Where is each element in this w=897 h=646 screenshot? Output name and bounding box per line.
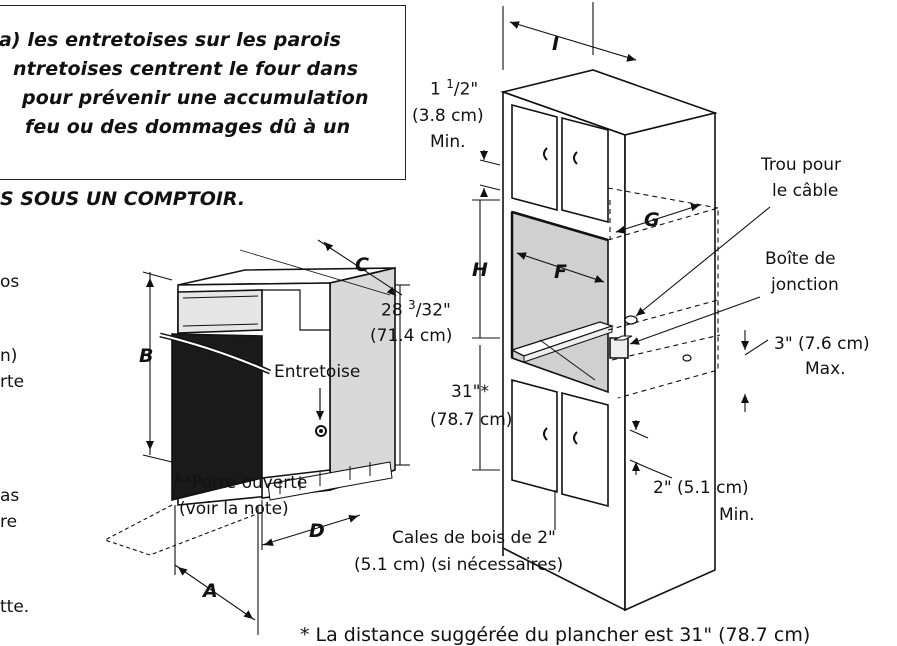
note-line-1: a) les entretoises sur les parois xyxy=(0,29,342,51)
junction-box-label-1: Boîte de xyxy=(765,249,836,269)
floor-distance-cm: (78.7 cm) xyxy=(430,410,513,430)
dim-label-b: B xyxy=(139,345,154,367)
top-gap-cm: (3.8 cm) xyxy=(412,106,484,126)
note-line-2: ntretoises centrent le four dans xyxy=(13,58,359,80)
spacer-label: Entretoise xyxy=(274,362,361,382)
left-fragment-3: rte xyxy=(0,372,25,392)
top-gap-label: 1 1/2" xyxy=(430,77,479,100)
left-fragment-4: as xyxy=(0,486,20,506)
dim-label-h: H xyxy=(472,259,488,281)
shims-label-1: Cales de bois de 2" xyxy=(392,528,556,548)
left-fragment-1: os xyxy=(0,272,20,292)
left-fragment-5: re xyxy=(0,512,18,532)
dim-label-f: F xyxy=(554,261,567,283)
shims-label-2: (5.1 cm) (si nécessaires) xyxy=(354,555,564,575)
dim-label-a: A xyxy=(203,580,218,602)
dim-label-d: D xyxy=(309,520,325,542)
warning-note-box: a) les entretoises sur les parois ntreto… xyxy=(0,5,406,180)
footnote: * La distance suggérée du plancher est 3… xyxy=(300,624,811,646)
note-line-4: feu ou des dommages dû à un xyxy=(25,116,351,138)
dim-label-i: I xyxy=(552,33,560,55)
top-gap-min: Min. xyxy=(430,132,466,152)
max-gap-label: 3" (7.6 cm) xyxy=(774,334,870,354)
floor-distance-label: 31"* xyxy=(451,382,489,402)
bottom-gap-min: Min. xyxy=(719,505,755,525)
cabinet xyxy=(500,69,718,612)
wall-oven xyxy=(159,266,396,506)
bottom-gap-label: 2" (5.1 cm) xyxy=(653,478,749,498)
max-label: Max. xyxy=(805,359,846,379)
note-line-3: pour prévenir une accumulation xyxy=(22,87,369,109)
section-heading: S SOUS UN COMPTOIR. xyxy=(0,188,246,210)
left-fragment-6: tte. xyxy=(0,597,30,617)
junction-box-label-2: jonction xyxy=(771,275,839,295)
oven-height-label: 28 3/32" xyxy=(381,298,451,321)
oven-height-cm: (71.4 cm) xyxy=(370,326,453,346)
dim-label-g: G xyxy=(644,209,660,231)
cable-hole-label-1: Trou pour xyxy=(761,155,842,175)
dim-label-c: C xyxy=(355,254,369,276)
left-fragment-2: n) xyxy=(0,346,18,366)
door-open-label: **Porte ouverte xyxy=(175,473,308,493)
door-open-note: (voir la note) xyxy=(179,499,289,519)
cable-hole-label-2: le câble xyxy=(772,181,839,201)
